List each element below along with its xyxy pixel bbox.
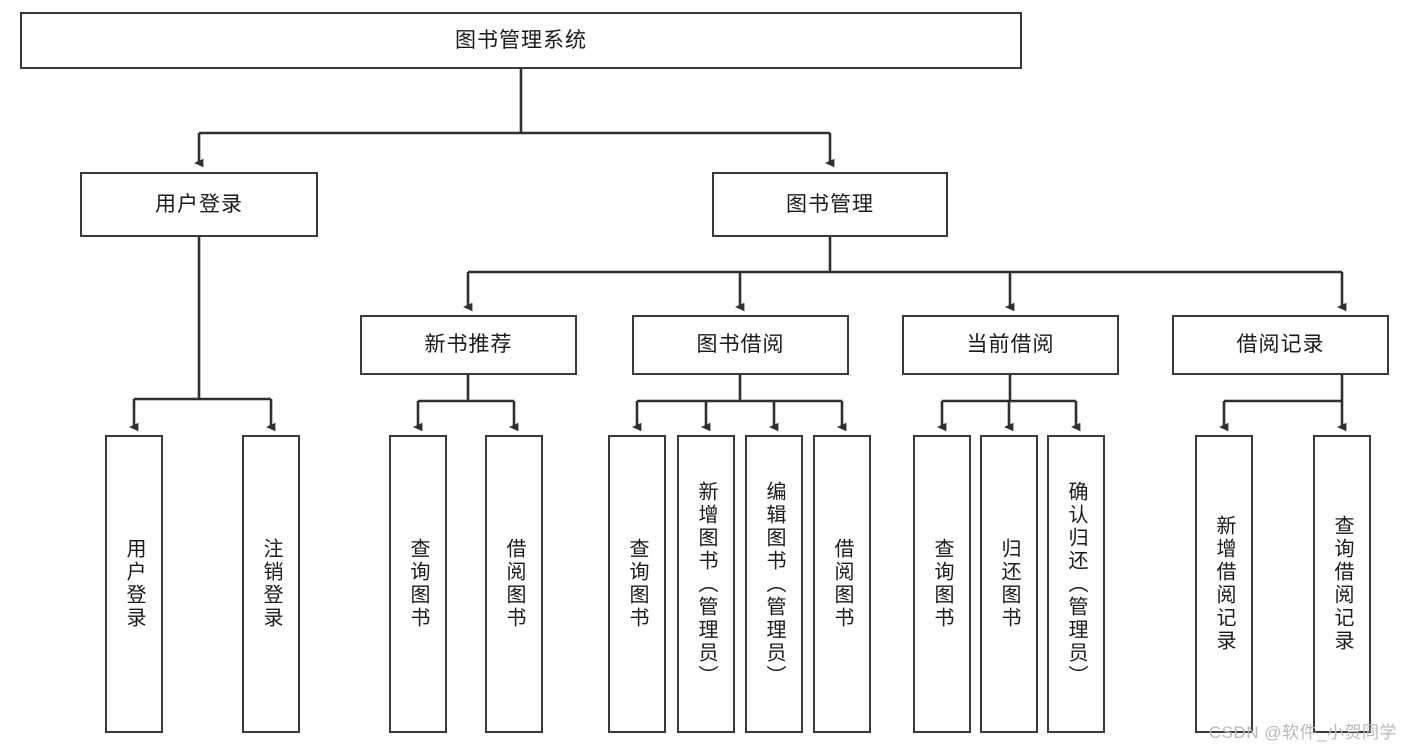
node-label: 借阅图书 <box>831 538 853 630</box>
node-label: 查询图书 <box>626 538 648 630</box>
node-label: 编辑图书（管理员） <box>763 480 785 688</box>
leaf-query-borrow-record[interactable]: 查询借阅记录 <box>1313 435 1371 733</box>
leaf-borrow-book-new-recommend[interactable]: 借阅图书 <box>485 435 543 733</box>
node-label: 借阅图书 <box>503 538 525 630</box>
node-user-login[interactable]: 用户登录 <box>80 172 318 237</box>
node-book-management[interactable]: 图书管理 <box>712 172 948 237</box>
node-current-borrow[interactable]: 当前借阅 <box>902 315 1119 375</box>
leaf-confirm-return-admin[interactable]: 确认归还（管理员） <box>1047 435 1105 733</box>
leaf-add-borrow-record[interactable]: 新增借阅记录 <box>1195 435 1253 733</box>
node-borrow-record[interactable]: 借阅记录 <box>1172 315 1389 375</box>
node-label: 图书借阅 <box>696 333 785 357</box>
node-label: 当前借阅 <box>966 333 1055 357</box>
node-label: 新增图书（管理员） <box>695 480 717 688</box>
node-label: 注销登录 <box>260 538 282 630</box>
node-label: 查询图书 <box>931 538 953 630</box>
node-label: 新书推荐 <box>424 333 513 357</box>
node-label: 新增借阅记录 <box>1213 515 1235 653</box>
leaf-add-book-admin[interactable]: 新增图书（管理员） <box>677 435 735 733</box>
node-label: 查询图书 <box>407 538 429 630</box>
node-label: 确认归还（管理员） <box>1065 480 1087 688</box>
node-label: 归还图书 <box>998 538 1020 630</box>
leaf-user-login[interactable]: 用户登录 <box>105 435 163 733</box>
node-label: 用户登录 <box>123 538 145 630</box>
node-book-management-system[interactable]: 图书管理系统 <box>20 12 1022 69</box>
node-new-book-recommend[interactable]: 新书推荐 <box>360 315 577 375</box>
node-label: 图书管理 <box>786 192 874 216</box>
node-label: 用户登录 <box>155 192 243 216</box>
node-book-borrow[interactable]: 图书借阅 <box>632 315 849 375</box>
leaf-return-book[interactable]: 归还图书 <box>980 435 1038 733</box>
csdn-watermark: CSDN @软件_小贺同学 <box>1208 723 1397 742</box>
node-label: 借阅记录 <box>1236 333 1325 357</box>
leaf-edit-book-admin[interactable]: 编辑图书（管理员） <box>745 435 803 733</box>
node-label: 图书管理系统 <box>455 28 587 52</box>
leaf-query-book-current[interactable]: 查询图书 <box>913 435 971 733</box>
leaf-query-book-borrow[interactable]: 查询图书 <box>608 435 666 733</box>
leaf-borrow-book-borrow[interactable]: 借阅图书 <box>813 435 871 733</box>
leaf-logout-login[interactable]: 注销登录 <box>242 435 300 733</box>
node-label: 查询借阅记录 <box>1331 515 1353 653</box>
leaf-query-book-new-recommend[interactable]: 查询图书 <box>389 435 447 733</box>
